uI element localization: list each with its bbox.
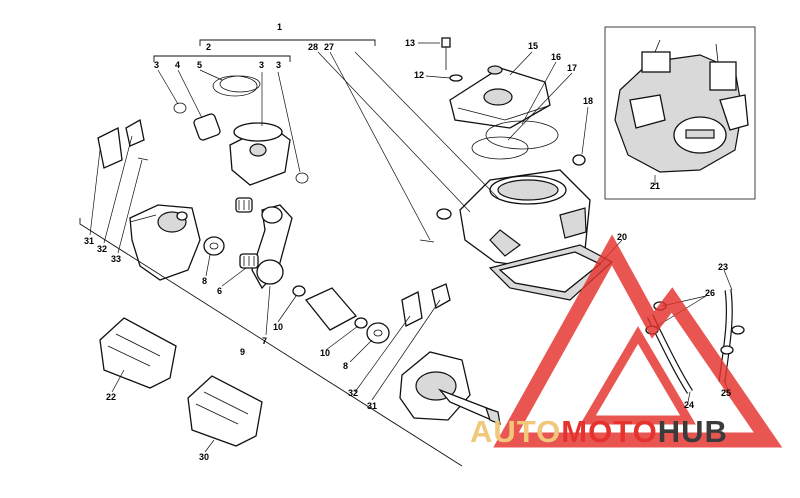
- crank-pin: [304, 287, 358, 331]
- label-21: 21: [650, 181, 661, 191]
- piston-group: [173, 75, 309, 186]
- label-4: 5: [197, 60, 203, 70]
- watermark-triangle-outer: [493, 234, 783, 448]
- label-20: 20: [617, 232, 628, 242]
- watermark-hub: HUB: [657, 414, 728, 449]
- label-30: 30: [199, 452, 210, 462]
- label-32b: 32: [348, 388, 359, 398]
- seal-right-32: [401, 291, 423, 327]
- spacer-10a: [292, 285, 306, 297]
- label-25: 25: [721, 388, 732, 398]
- label-27: 27: [324, 42, 335, 52]
- cylinder-head-group: [441, 37, 586, 166]
- dowel-pin: [419, 239, 435, 243]
- label-10a: 10: [273, 322, 284, 332]
- label-17: 17: [567, 63, 578, 73]
- thrust-washer-right: [366, 322, 390, 344]
- watermark-auto: AUTO: [470, 414, 562, 449]
- label-13: 13: [405, 38, 416, 48]
- label-8a: 8: [202, 276, 208, 286]
- label-3c: 3: [276, 60, 282, 70]
- leader-lines: [89, 42, 733, 453]
- engine-cylinder-head: [641, 51, 671, 73]
- label-9: 9: [240, 347, 246, 357]
- key-left-32: [125, 118, 145, 147]
- bag-30: [187, 375, 263, 447]
- piston-pin: [193, 113, 221, 141]
- label-8b: 8: [343, 361, 349, 371]
- label-32a: 32: [97, 244, 108, 254]
- label-10b: 10: [320, 348, 331, 358]
- watermark-logo: [493, 234, 783, 448]
- label-22: 22: [106, 392, 117, 402]
- nut-18: [572, 154, 586, 166]
- label-15: 15: [528, 41, 539, 51]
- label-28: 28: [308, 42, 319, 52]
- key-right-31: [431, 283, 451, 310]
- label-24: 24: [684, 400, 695, 410]
- clamp-26d: [720, 345, 734, 355]
- label-7: 7: [262, 336, 268, 346]
- label-3a: 3: [154, 60, 160, 70]
- watermark-triangle-inner: [580, 326, 696, 425]
- crankshaft-left: [97, 118, 201, 281]
- label-12: 12: [414, 70, 425, 80]
- cylinder-group: [419, 169, 614, 301]
- engine-carburetor: [709, 61, 737, 91]
- label-5a: 4: [175, 60, 181, 70]
- bag-22: [99, 317, 177, 389]
- label-33: 33: [111, 254, 122, 264]
- label-18: 18: [583, 96, 594, 106]
- bolt-left-33: [137, 157, 149, 161]
- conrod-group: [203, 197, 390, 344]
- seal-left-31: [97, 127, 123, 169]
- label-2: 2: [206, 42, 212, 52]
- crankshaft-right: [399, 283, 501, 425]
- head-gasket-o-ring: [485, 120, 559, 150]
- watermark-moto: MOTO: [561, 414, 658, 449]
- label-31a: 31: [84, 236, 95, 246]
- watermark-text: AUTOMOTOHUB: [470, 414, 728, 450]
- label-26: 26: [705, 288, 716, 298]
- label-6: 6: [217, 286, 223, 296]
- label-1: 1: [277, 22, 283, 32]
- bearing-kit-bags: [99, 317, 263, 447]
- clamp-26b: [731, 325, 745, 335]
- inset-frame: [604, 26, 756, 200]
- circlip-right: [295, 172, 309, 184]
- label-31b: 31: [367, 401, 378, 411]
- exhaust-stud: [436, 208, 452, 220]
- label-3b: 3: [259, 60, 265, 70]
- head-washer: [449, 74, 463, 82]
- cylinder-o-ring: [471, 136, 529, 160]
- engine-inset: [604, 26, 756, 200]
- label-16: 16: [551, 52, 562, 62]
- spacer-10b: [354, 317, 368, 329]
- circlip-left: [173, 102, 187, 114]
- label-23: 23: [718, 262, 729, 272]
- thrust-washer-left: [203, 236, 225, 256]
- brackets: [79, 39, 463, 467]
